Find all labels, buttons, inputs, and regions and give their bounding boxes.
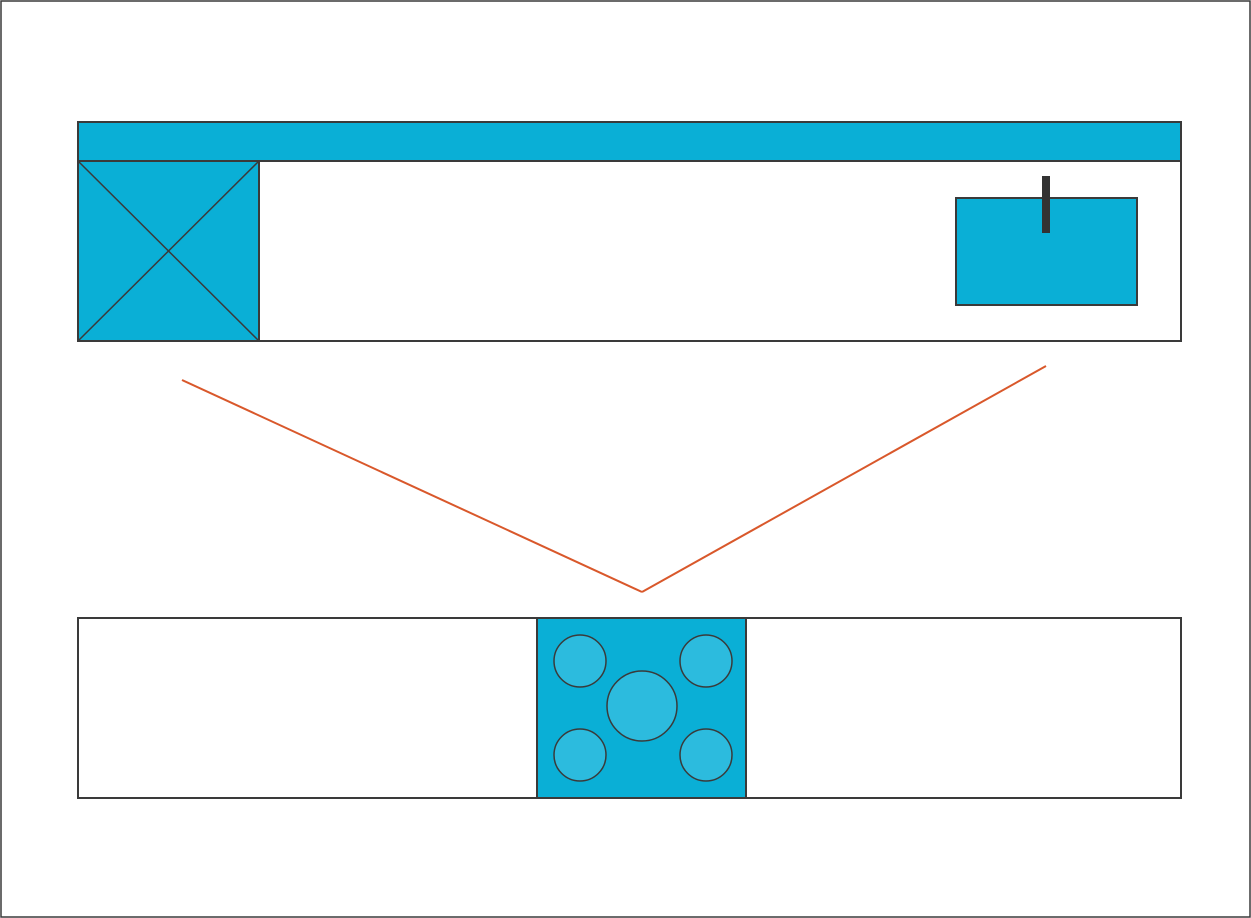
wall-cabinet-band-icon [77,121,1182,162]
burner-icon [679,728,733,782]
faucet-icon [1042,176,1050,233]
refrigerator-icon [77,160,260,342]
lower-counter-run [77,617,1182,799]
cooktop-icon [536,617,747,799]
burner-icon [553,634,607,688]
sink-icon [955,176,1138,306]
work-triangle-right-leg [641,365,1047,593]
work-triangle-lines [181,365,1047,593]
burner-icon [606,670,678,742]
burner-icon [679,634,733,688]
upper-counter-run [77,121,1182,342]
burner-icon [553,728,607,782]
refrigerator-diagonal-b [77,160,260,342]
work-triangle-left-leg [181,379,643,593]
